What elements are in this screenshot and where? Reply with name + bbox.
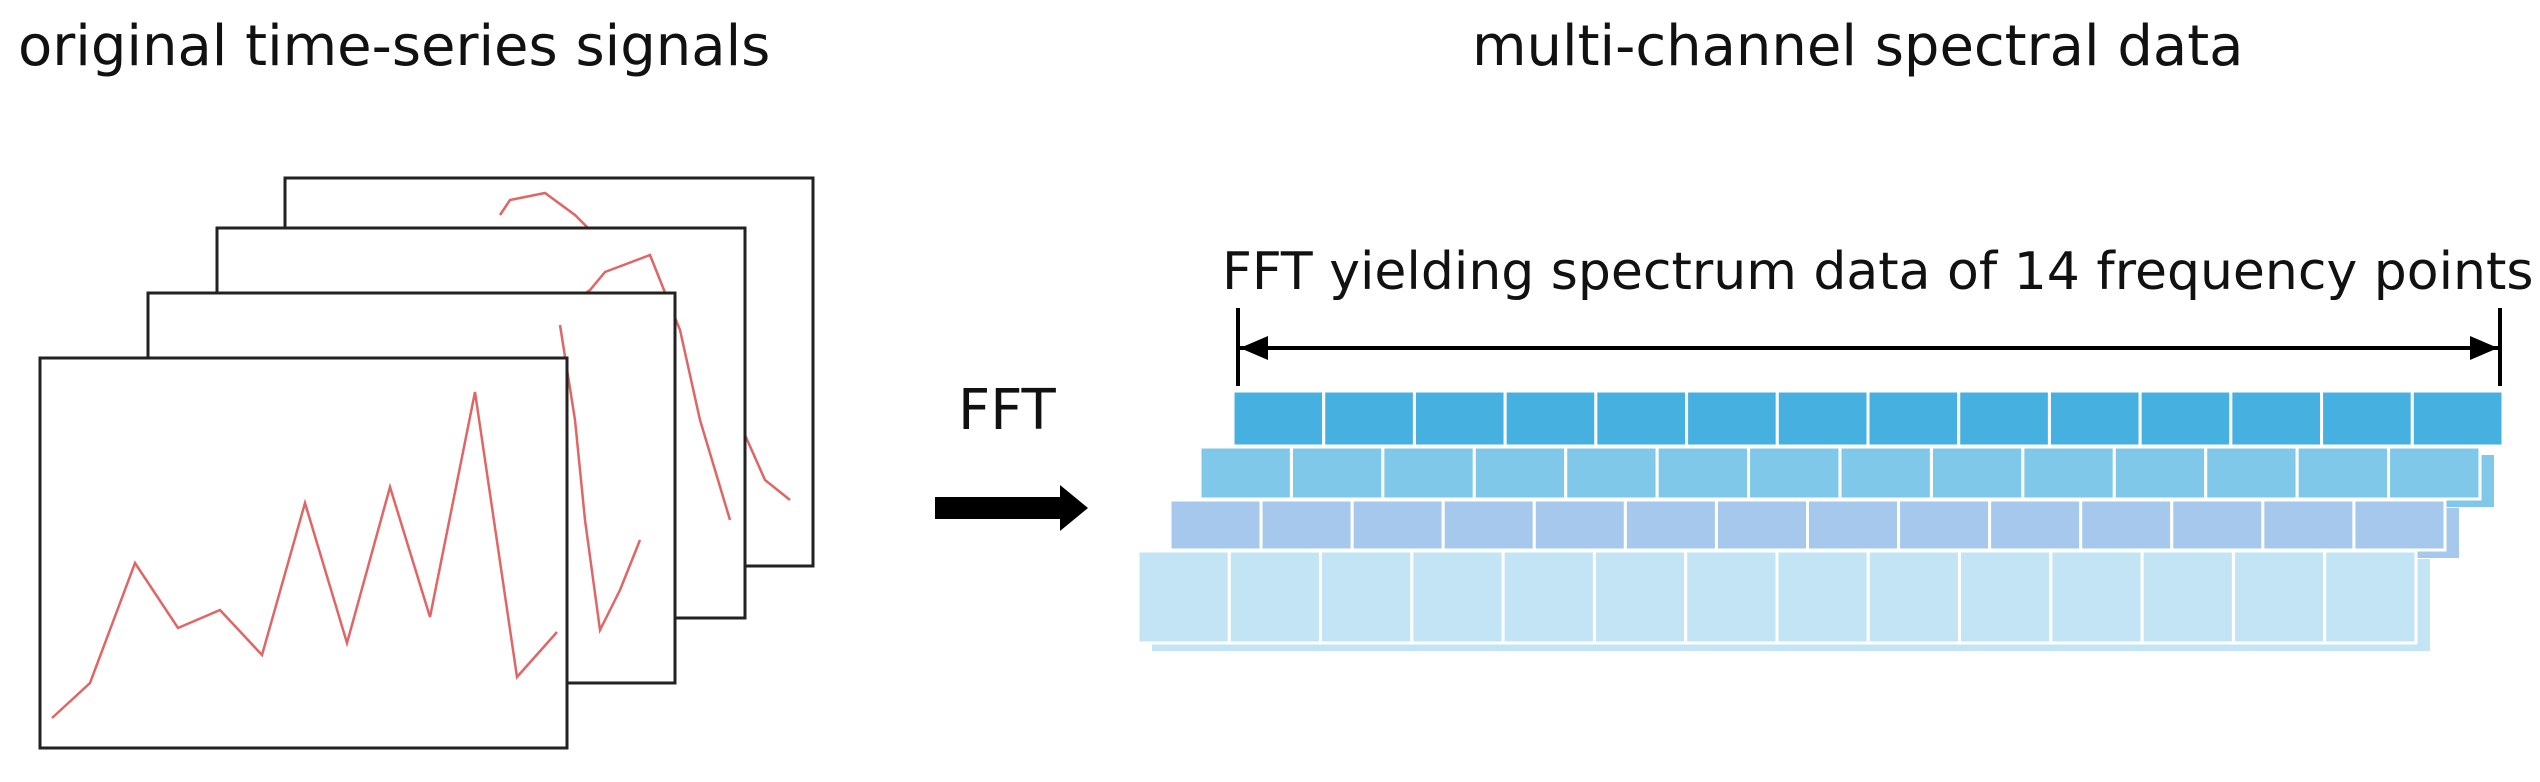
- frequency-cell: [1350, 498, 1445, 552]
- frequency-cell: [1322, 389, 1416, 448]
- frequency-cell: [2231, 549, 2327, 645]
- frequency-cell: [1929, 445, 2025, 501]
- frequency-cell: [1958, 549, 2053, 645]
- frequency-cell: [2049, 549, 2144, 645]
- frequency-cell: [1564, 445, 1659, 501]
- frequency-cell: [2410, 389, 2505, 448]
- frequency-cell: [2352, 498, 2447, 552]
- frequency-cell: [2047, 389, 2142, 448]
- frequency-span-indicator: [1236, 308, 2502, 386]
- frequency-cell: [1441, 498, 1536, 552]
- frequency-cell: [1198, 445, 1293, 501]
- frequency-cell: [1381, 445, 1476, 501]
- frequency-cell: [1227, 549, 1323, 645]
- frequency-cell: [1594, 389, 1689, 448]
- fft-label: FFT: [958, 378, 1056, 443]
- frequency-cell: [1775, 549, 1870, 645]
- frequency-cell: [1410, 549, 1505, 645]
- frequency-cell: [1714, 498, 1810, 552]
- frequency-cell: [1532, 498, 1627, 552]
- signal-line-2: [558, 324, 642, 635]
- spectral-channel-row-4: [1136, 549, 2430, 651]
- frequency-cell: [1501, 549, 1596, 645]
- frequency-cell: [2170, 498, 2265, 552]
- signal-line-3: [559, 253, 732, 521]
- frequency-span-label: FFT yielding spectrum data of 14 frequen…: [1222, 242, 2534, 302]
- frequency-cell: [1957, 389, 2051, 448]
- frequency-cell: [1685, 389, 1779, 448]
- frequency-cell: [1988, 498, 2083, 552]
- left-panel-title: original time-series signals: [18, 14, 771, 79]
- frequency-cell: [1168, 498, 1263, 552]
- frequency-cell: [1136, 549, 1231, 645]
- frequency-cell: [1259, 498, 1354, 552]
- frequency-cell: [1289, 445, 1385, 501]
- frequency-cell: [1897, 498, 1992, 552]
- signal-frame-1: [38, 356, 569, 750]
- frequency-cell: [1838, 445, 1933, 501]
- frequency-cell: [1684, 549, 1779, 645]
- spectral-channel-row-2: [1198, 445, 2494, 507]
- frequency-cell: [2021, 445, 2116, 501]
- frequency-cell: [2229, 389, 2324, 448]
- fft-arrow: [935, 485, 1088, 531]
- spectral-channel-row-1: [1231, 389, 2505, 448]
- frequency-cell: [2138, 389, 2233, 448]
- spectral-channels: [1136, 389, 2505, 651]
- frequency-cell: [2261, 498, 2356, 552]
- frequency-cell: [2320, 389, 2414, 448]
- frequency-cell: [1655, 445, 1751, 501]
- frequency-cell: [2323, 549, 2418, 645]
- frequency-cell: [2140, 549, 2235, 645]
- frequency-cell: [1866, 549, 1962, 645]
- frequency-cell: [1472, 445, 1568, 501]
- frequency-cell: [1866, 389, 1961, 448]
- frequency-cell: [1747, 445, 1842, 501]
- frequency-cell: [1806, 498, 1901, 552]
- signal-line-1: [51, 391, 558, 719]
- frequency-cell: [1592, 549, 1688, 645]
- frequency-cell: [2387, 445, 2482, 501]
- spectral-channel-row-3: [1168, 498, 2459, 558]
- frequency-cell: [1503, 389, 1598, 448]
- frequency-cell: [2079, 498, 2174, 552]
- frequency-cell: [1775, 389, 1870, 448]
- frequency-cell: [1623, 498, 1718, 552]
- frequency-cell: [1319, 549, 1414, 645]
- frequency-cell: [1231, 389, 1326, 448]
- frequency-cell: [2295, 445, 2391, 501]
- right-panel-title: multi-channel spectral data: [1472, 14, 2244, 79]
- frequency-cell: [2204, 445, 2299, 501]
- frequency-cell: [2112, 445, 2208, 501]
- frequency-cell: [1412, 389, 1507, 448]
